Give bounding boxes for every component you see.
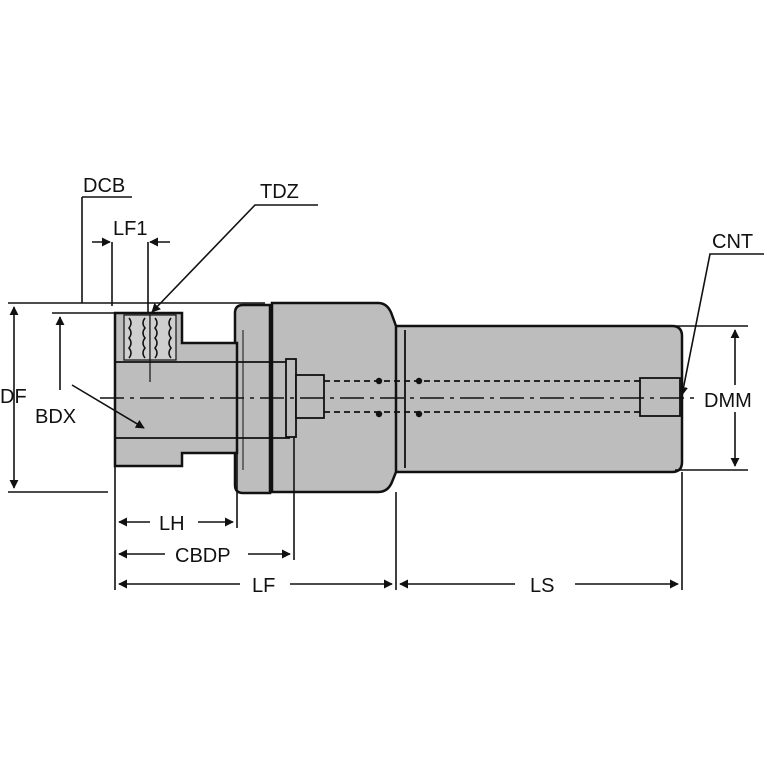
leader-lines — [71, 196, 764, 429]
dimension-labels: DCB TDZ LF1 CNT DF BDX DMM LH CBDP LF LS — [0, 175, 753, 597]
label-cbdp: CBDP — [175, 545, 231, 567]
label-bdx: BDX — [35, 406, 76, 428]
dimension-lines — [9, 237, 740, 589]
collar — [233, 303, 272, 495]
label-lf: LF — [252, 575, 275, 597]
label-cnt: CNT — [712, 231, 753, 253]
label-ls: LS — [530, 575, 554, 597]
label-lh: LH — [159, 513, 185, 535]
label-dcb: DCB — [83, 175, 125, 197]
detail-dots — [375, 377, 423, 418]
shank — [393, 324, 684, 474]
label-tdz: TDZ — [260, 181, 299, 203]
label-lf1: LF1 — [113, 218, 147, 240]
label-df: DF — [0, 386, 27, 408]
label-dmm: DMM — [704, 390, 752, 412]
extension-lines — [8, 197, 748, 590]
